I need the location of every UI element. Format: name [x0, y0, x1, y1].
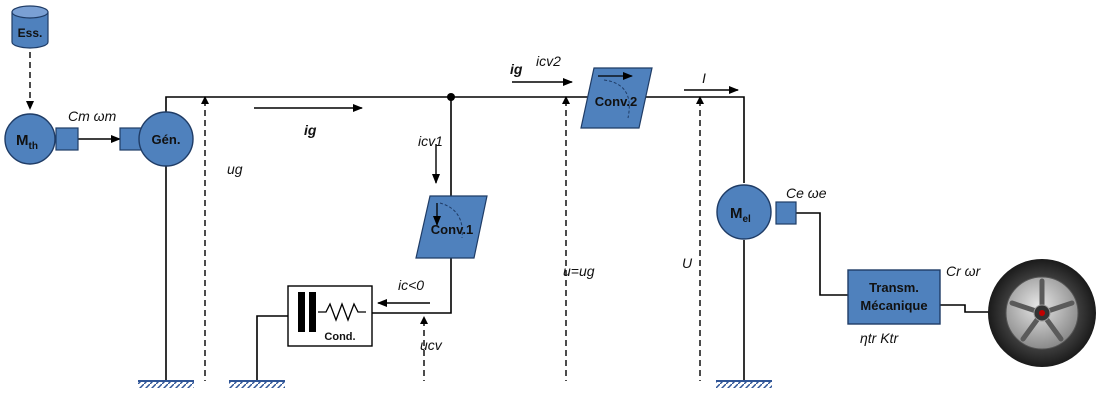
label-ug: ug: [227, 161, 243, 177]
label-ic: ic<0: [398, 277, 424, 293]
capacitor-label: Cond.: [324, 331, 355, 343]
capacitor-icon: [298, 292, 305, 332]
transmission-label-1: Transm.: [869, 280, 919, 295]
ground-icon: [229, 380, 285, 388]
thermal-engine: Mth: [4, 113, 79, 165]
ground-symbols: [138, 380, 772, 388]
label-ce-we: Ce ωe: [786, 185, 827, 201]
transmission: Transm. Mécanique: [847, 269, 941, 325]
current-arrows: [76, 78, 739, 307]
label-eta-ktr: ηtr Ktr: [860, 330, 899, 346]
label-current-i: I: [702, 70, 706, 86]
conv1-label: Conv.1: [431, 222, 473, 237]
fuel-tank: Ess.: [11, 5, 49, 49]
ground-icon: [138, 380, 194, 388]
converter-2: Conv.2: [580, 67, 653, 129]
dashed-arrowheads: [26, 96, 704, 324]
label-cr-wr: Cr ωr: [946, 263, 982, 279]
dashed-references: [29, 52, 701, 381]
electric-motor-icon: [716, 184, 772, 240]
label-voltage-u: U: [682, 255, 693, 271]
label-ig-top: ig: [510, 61, 523, 77]
fuel-tank-icon: [11, 11, 49, 49]
ground-icon: [716, 380, 772, 388]
label-u-eq-ug: u=ug: [563, 263, 595, 279]
capacitor: Cond.: [287, 285, 373, 347]
bus-node: [447, 93, 455, 101]
transmission-label-2: Mécanique: [860, 298, 927, 313]
motor-label: Mel: [730, 205, 751, 225]
electric-motor: Mel: [716, 184, 797, 240]
thermal-engine-icon: [4, 113, 56, 165]
fuel-tank-label: Ess.: [18, 26, 43, 40]
label-icv1: icv1: [418, 133, 443, 149]
engine-label: Mth: [16, 132, 38, 152]
generator-icon: [138, 111, 194, 167]
conv2-label: Conv.2: [595, 94, 637, 109]
generator: Gén.: [119, 111, 194, 167]
wheel: [988, 259, 1096, 367]
label-icv2: icv2: [536, 53, 561, 69]
converter-1: Conv.1: [415, 195, 488, 259]
label-ucv: ucv: [420, 337, 443, 353]
signal-labels: Cm ωm ig ig ug icv1 icv2 ic<0 ucv u=ug I…: [68, 53, 982, 353]
generator-label: Gén.: [152, 132, 181, 147]
label-cm-wm: Cm ωm: [68, 108, 117, 124]
label-ig-main: ig: [304, 122, 317, 138]
